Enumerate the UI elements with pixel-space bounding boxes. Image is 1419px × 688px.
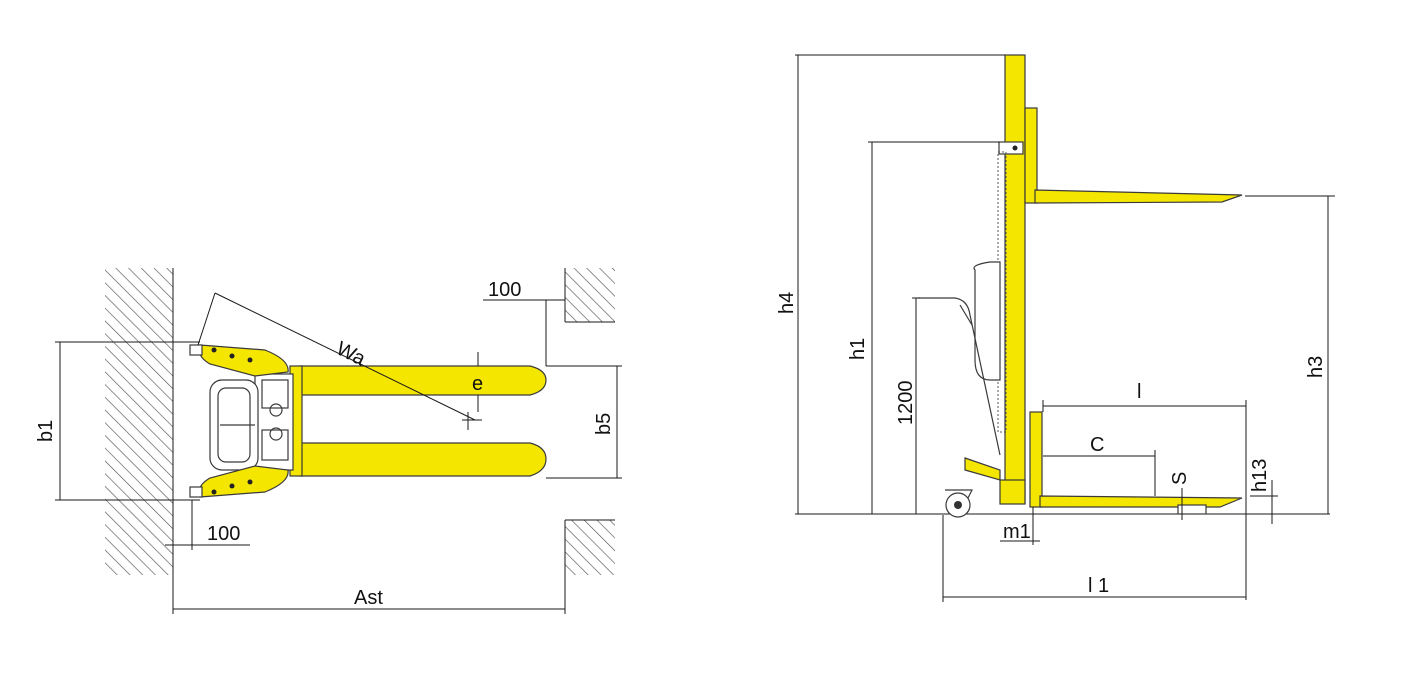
step-plate: [964, 457, 1001, 481]
tiller: [918, 297, 1001, 456]
rack-top-right: [565, 268, 615, 322]
rack-bottom-right: [565, 520, 615, 575]
carriage: [1024, 107, 1038, 204]
s-label: S: [1169, 472, 1191, 485]
raised-fork: [1034, 189, 1243, 204]
h3-label: h3: [1305, 356, 1327, 378]
h4-label: h4: [776, 292, 798, 314]
base-frame: [999, 479, 1026, 505]
h13-label: h13: [1249, 459, 1271, 492]
chassis: [254, 373, 294, 471]
lowered-fork: [1039, 495, 1243, 508]
l-label: l: [1137, 381, 1141, 403]
top-view: Wa e b1 b5 100 100 Ast: [35, 268, 622, 614]
ast-label: Ast: [354, 587, 383, 609]
fork-upper: [299, 365, 547, 396]
side-view: h4 h1 1200 h3 l C h13 S m1: [776, 54, 1335, 602]
height-1200-label: 1200: [895, 381, 917, 426]
h1-label: h1: [847, 338, 869, 360]
left-wall: [105, 268, 173, 575]
l1-label: l 1: [1088, 575, 1109, 597]
mast: [1004, 54, 1026, 504]
lower-carriage: [1029, 411, 1043, 508]
b1-label: b1: [35, 420, 57, 442]
fork-lower: [299, 442, 547, 477]
e-label: e: [472, 373, 483, 395]
clearance-bottom-label: 100: [207, 523, 240, 545]
clearance-top-label: 100: [488, 279, 521, 301]
b5-label: b5: [593, 413, 615, 435]
battery-cover: [973, 261, 1001, 381]
m1-label: m1: [1003, 521, 1031, 543]
wa-line: [214, 292, 476, 421]
c-label: C: [1090, 434, 1104, 456]
